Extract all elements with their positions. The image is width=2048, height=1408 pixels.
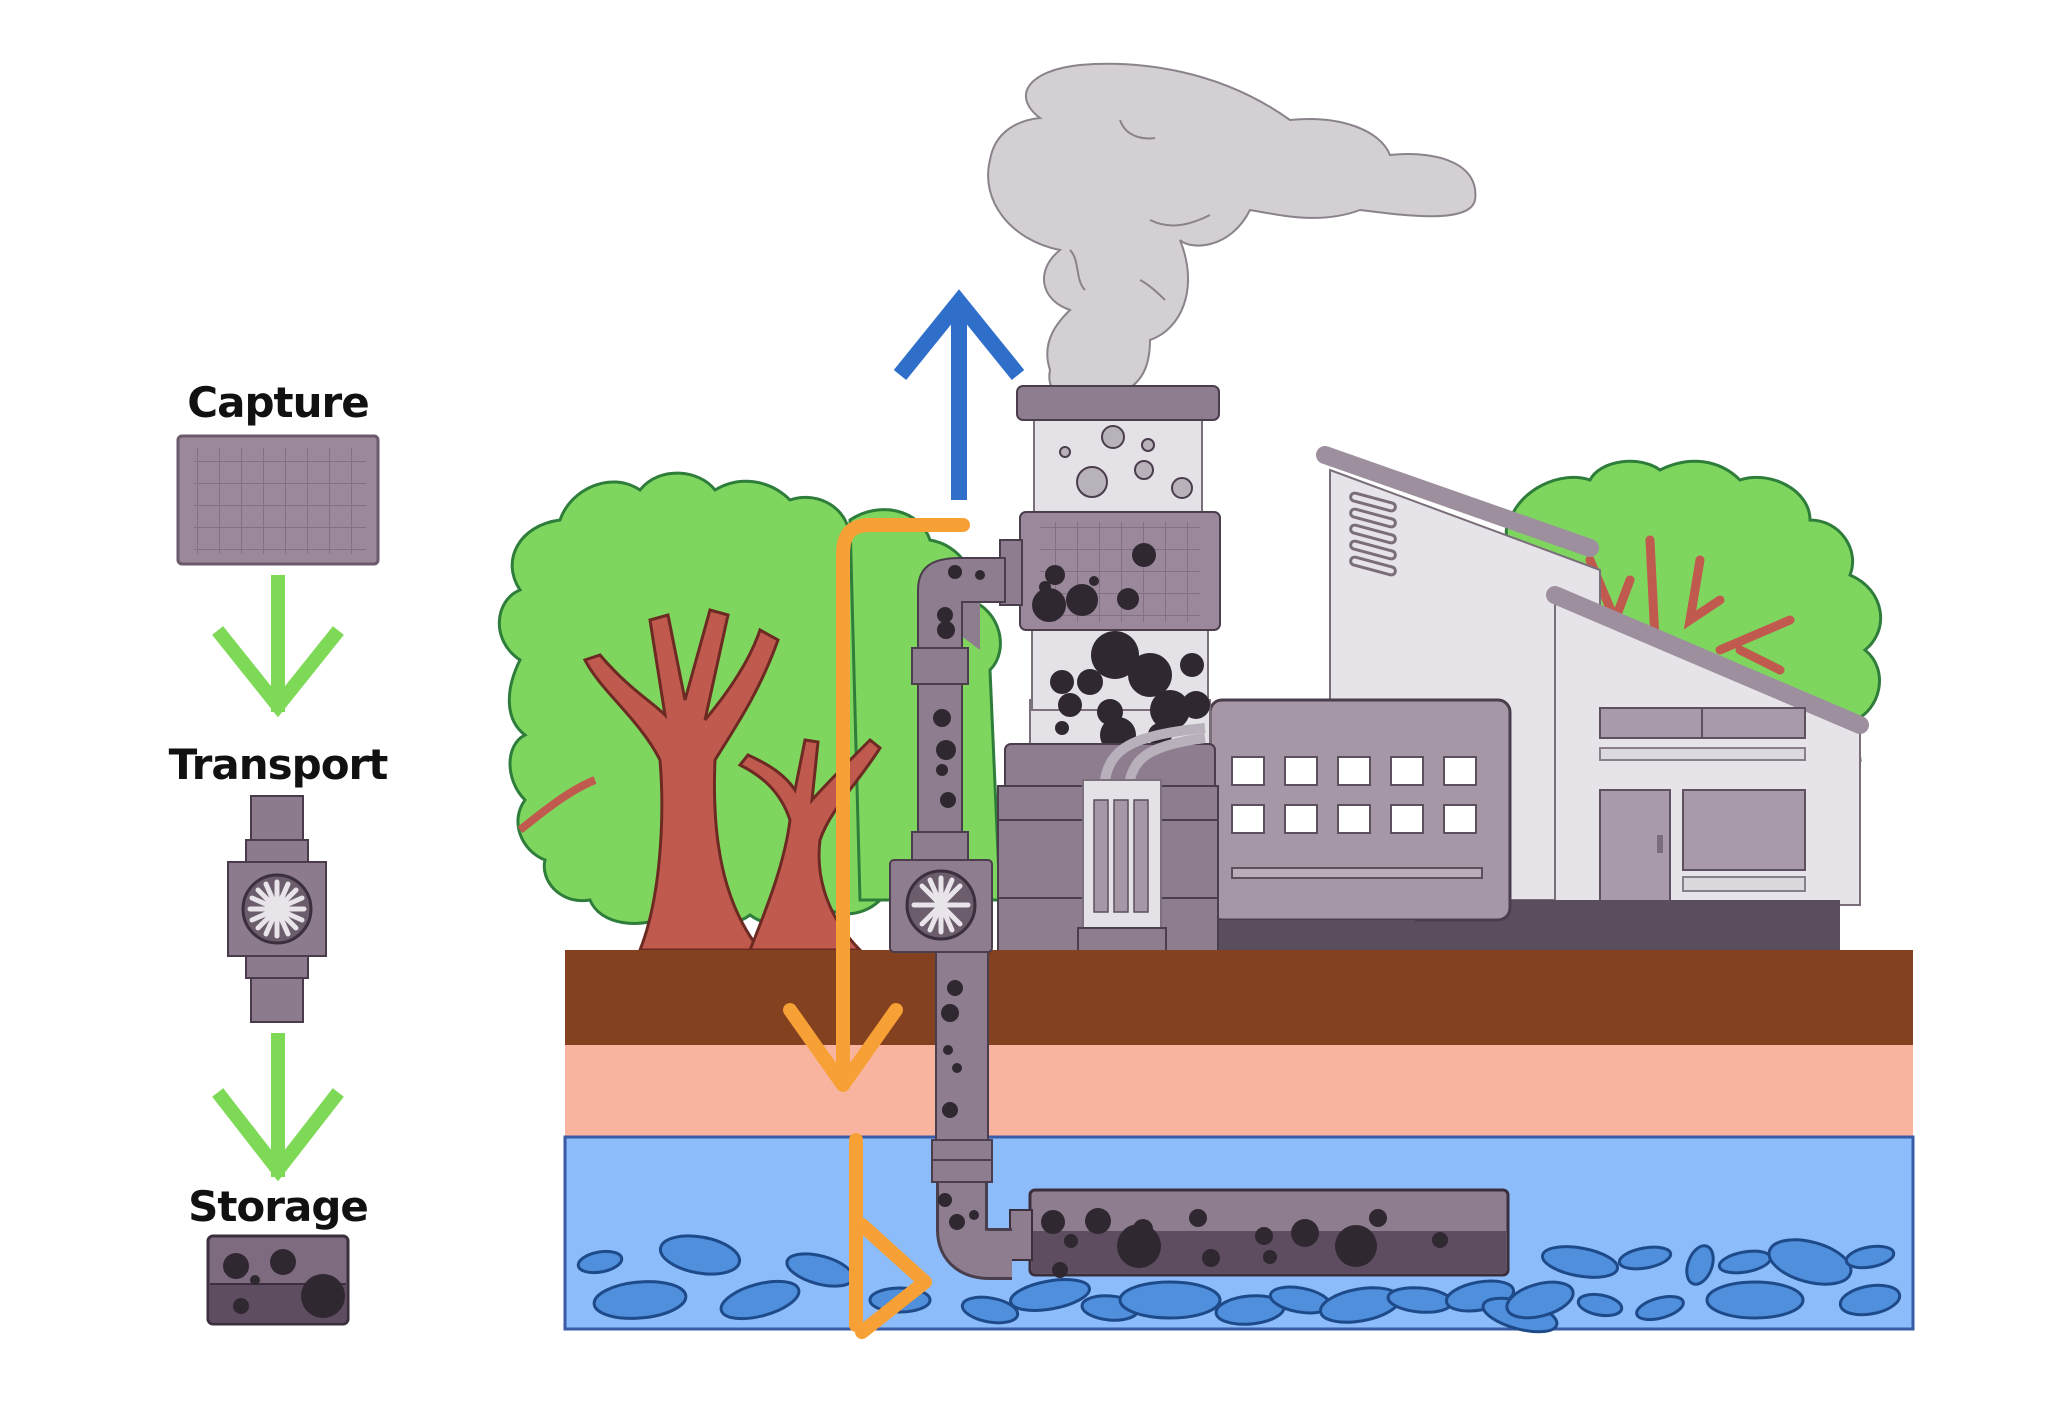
arrow-down-icon: [212, 575, 344, 718]
pump-fan: [889, 859, 993, 953]
rock-pebble: [1685, 1244, 1715, 1286]
factory-window: [1443, 804, 1477, 834]
rock-pebble: [719, 1279, 801, 1321]
legend-label-storage: Storage: [188, 1182, 369, 1231]
capture-filter: [999, 511, 1221, 631]
soil-layers: [563, 950, 1915, 1334]
legend: [176, 434, 380, 1326]
smoke-cloud: [987, 62, 1477, 396]
rock-pebble: [592, 1280, 688, 1320]
trees: [497, 471, 1002, 952]
pipe-fan-icon: [227, 795, 327, 1023]
rock-pebble: [1635, 1295, 1685, 1321]
rock-pebbles: [576, 1234, 1902, 1334]
rock-pebble: [1118, 1280, 1222, 1320]
legend-label-transport: Transport: [168, 740, 389, 789]
factory-window: [1337, 756, 1371, 786]
factory-window: [1390, 756, 1424, 786]
rock-pebble: [1705, 1280, 1805, 1320]
rock-pebble: [1540, 1245, 1620, 1279]
factory-window: [1284, 804, 1318, 834]
factory-window: [1337, 804, 1371, 834]
legend-label-capture: Capture: [187, 378, 369, 427]
rock-pebble: [1576, 1292, 1624, 1318]
factory-window: [1390, 804, 1424, 834]
rock-pebble: [1844, 1244, 1896, 1270]
rock-pebble: [1505, 1280, 1575, 1320]
storage-reservoir: [1009, 1188, 1510, 1278]
emission-arrow: [893, 289, 1025, 500]
compressor-unit: [997, 723, 1219, 953]
rock-pebble: [1838, 1283, 1902, 1317]
co2-flow-arrow: [783, 518, 970, 1339]
storage-tank-icon: [206, 1234, 350, 1326]
rock-pebble: [576, 1249, 624, 1275]
factory-window: [1443, 756, 1477, 786]
filter-grid-icon: [176, 434, 380, 566]
chimney-stack: [1016, 385, 1220, 761]
factory-window: [1231, 756, 1265, 786]
rock-pebble: [960, 1295, 1020, 1325]
arrow-down-icon: [212, 1033, 344, 1182]
topsoil-layer: [565, 950, 1913, 1045]
transport-pipe: [911, 557, 1012, 1280]
factory-building: [1208, 698, 1512, 952]
factory-window: [1231, 804, 1265, 834]
rock-pebble: [1009, 1278, 1091, 1312]
rock-pebble: [1767, 1238, 1853, 1286]
rock-pebble: [1617, 1245, 1673, 1271]
rock-pebble: [658, 1234, 742, 1276]
factory-window: [1284, 756, 1318, 786]
clay-layer: [565, 1045, 1913, 1137]
